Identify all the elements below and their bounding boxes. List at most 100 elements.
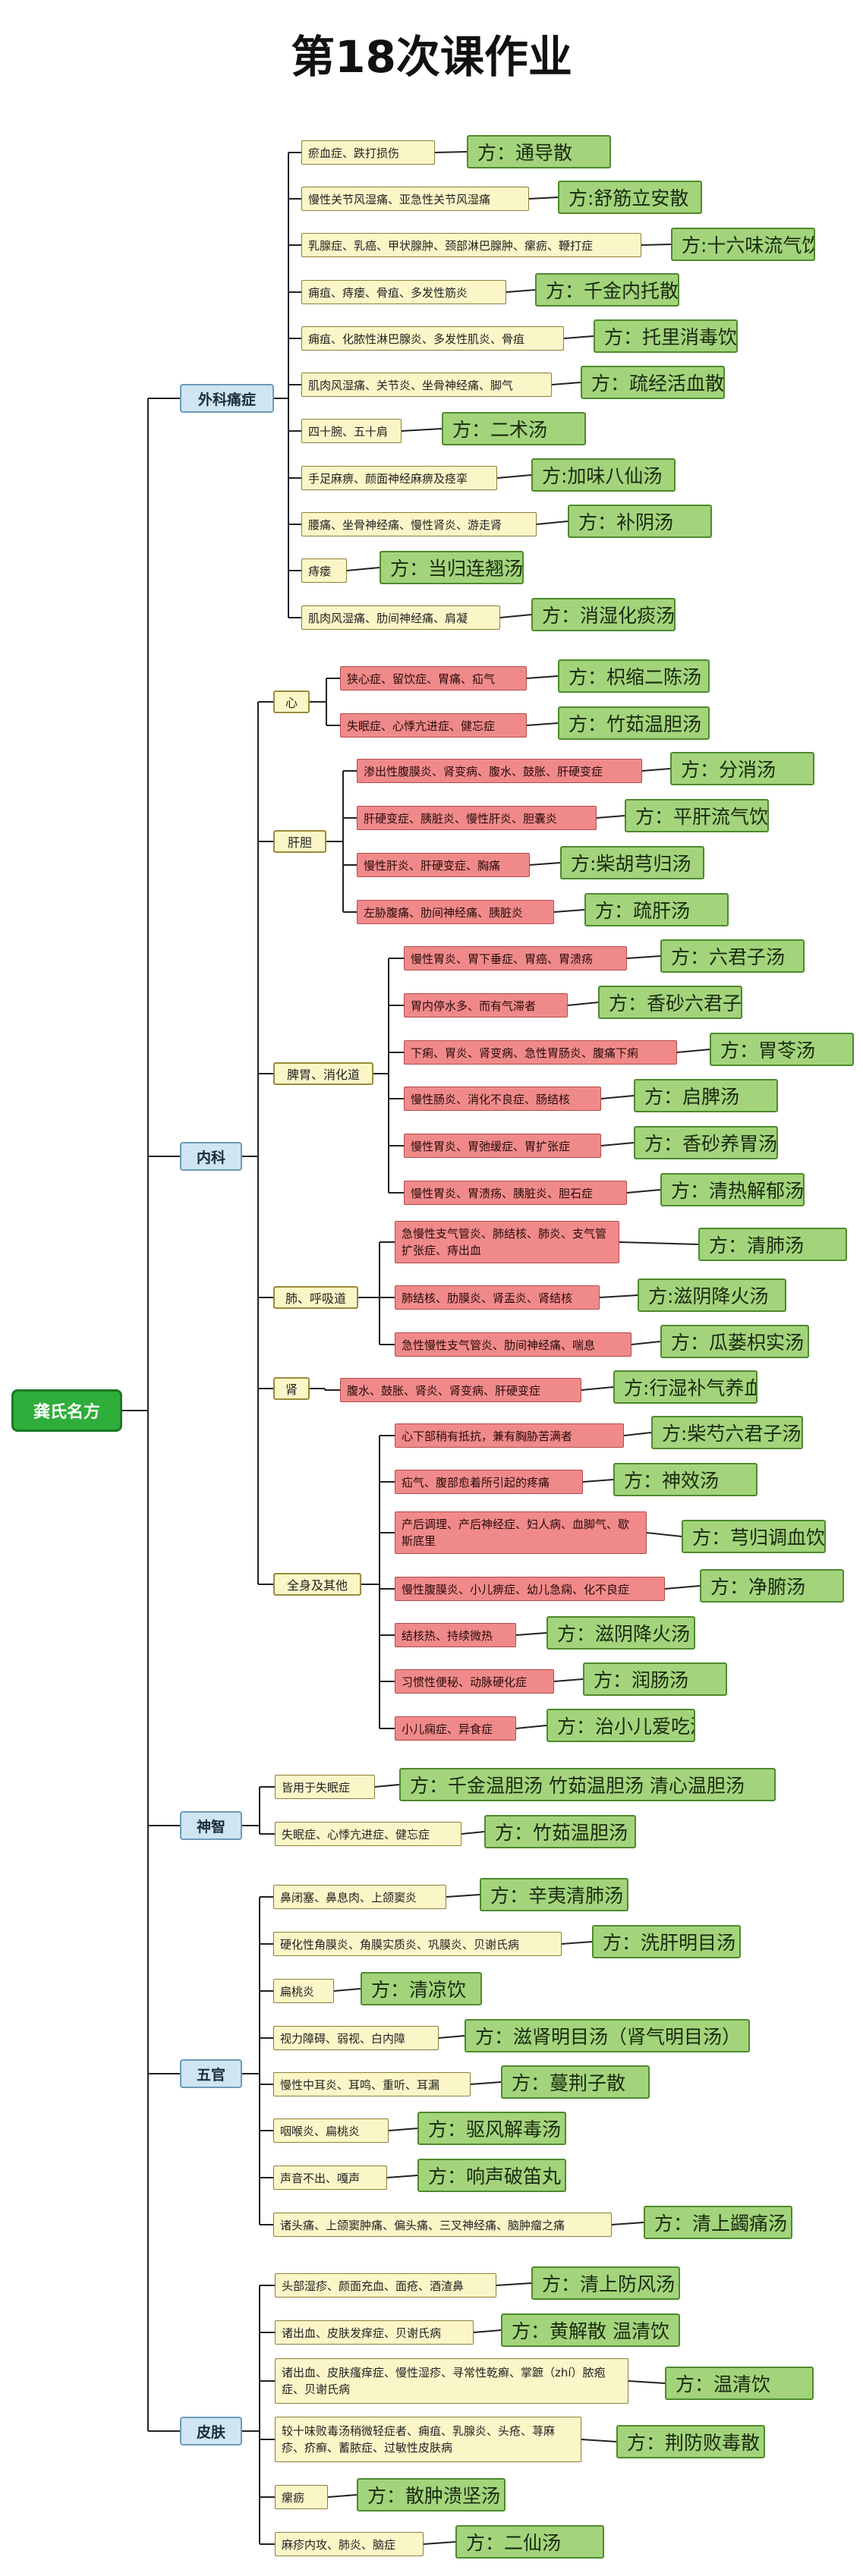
condition-box: 慢性腹膜炎、小儿痹症、幼儿急痫、化不良症: [395, 1577, 665, 1601]
category-skin: 皮肤: [180, 2417, 242, 2445]
prescription-box: 方：洗肝明目汤: [592, 1925, 741, 1958]
prescription-box: 方：散肿溃坚汤: [357, 2478, 506, 2512]
prescription-box: 方：治小儿爱吃泥方: [546, 1709, 695, 1742]
condition-box: 急慢性支气管炎、肺结核、肺炎、支气管扩张症、痔出血: [395, 1221, 619, 1263]
prescription-box: 方:滋阴降火汤: [638, 1279, 786, 1312]
condition-box: 胃内停水多、而有气滞者: [404, 993, 568, 1018]
condition-box: 诸出血、皮肤瘙痒症、慢性湿疹、寻常性乾癣、掌蹠（zhí）脓疱症、贝谢氏病: [275, 2358, 628, 2404]
prescription-box: 方:舒筋立安散: [558, 181, 702, 214]
prescription-box: 方：清上蠲痛汤: [644, 2206, 792, 2239]
condition-box: 瘰疬: [275, 2485, 328, 2509]
condition-box: 腹水、鼓胀、肾炎、肾变病、肝硬变症: [340, 1378, 581, 1402]
condition-box: 下痢、胃炎、肾变病、急性胃肠炎、腹痛下痢: [404, 1040, 677, 1065]
condition-box: 扁桃炎: [273, 1979, 334, 2003]
prescription-box: 方：千金温胆汤 竹茹温胆汤 清心温胆汤: [399, 1768, 776, 1801]
prescription-box: 方：竹茹温胆汤: [558, 706, 710, 740]
prescription-box: 方：蔓荆子散: [501, 2065, 650, 2099]
prescription-box: 方:柴胡芎归汤: [560, 846, 704, 879]
condition-box: 失眠症、心悸亢进症、健忘症: [340, 713, 527, 738]
prescription-box: 方：通导散: [467, 135, 611, 168]
subgroup-lung: 肺、呼吸道: [273, 1286, 358, 1309]
condition-box: 习惯性便秘、动脉硬化症: [395, 1669, 554, 1694]
prescription-box: 方：竹茹温胆汤: [484, 1815, 636, 1848]
prescription-box: 方：黄解散 温清饮: [501, 2313, 680, 2347]
category-internal-medicine: 内科: [180, 1142, 242, 1171]
prescription-box: 方：神效汤: [613, 1463, 757, 1496]
condition-box: 慢性肠炎、消化不良症、肠结核: [404, 1087, 601, 1111]
prescription-box: 方：二仙汤: [455, 2525, 604, 2559]
prescription-box: 方：枳缩二陈汤: [558, 659, 710, 693]
prescription-box: 方：当归连翘汤: [380, 551, 524, 584]
prescription-box: 方：润肠汤: [583, 1662, 727, 1696]
prescription-box: 方：清凉饮: [361, 1972, 482, 2005]
condition-box: 视力障碍、弱视、白内障: [273, 2026, 439, 2050]
condition-box: 失眠症、心悸亢进症、健忘症: [275, 1822, 461, 1846]
prescription-box: 方:加味八仙汤: [531, 458, 676, 492]
condition-box: 产后调理、产后神经症、妇人病、血脚气、歇斯底里: [395, 1511, 647, 1554]
prescription-box: 方：千金内托散: [535, 273, 679, 307]
condition-box: 慢性肝炎、肝硬变症、胸痛: [357, 853, 530, 877]
prescription-box: 方：驱风解毒汤: [417, 2112, 566, 2145]
prescription-box: 方:柴芍六君子汤: [651, 1416, 803, 1449]
prescription-box: 方：分消汤: [670, 752, 814, 785]
prescription-box: 方：二术汤: [442, 412, 586, 445]
prescription-box: 方：补阴汤: [568, 505, 712, 538]
condition-box: 鼻闭塞、鼻息肉、上颌窦炎: [273, 1885, 446, 1909]
prescription-box: 方：消湿化痰汤: [531, 598, 676, 631]
condition-box: 痈疽、化脓性淋巴腺炎、多发性肌炎、骨疽: [301, 326, 564, 351]
prescription-box: 方：荆防败毒散: [616, 2425, 765, 2458]
condition-box: 硬化性角膜炎、角膜实质炎、巩膜炎、贝谢氏病: [273, 1932, 562, 1956]
prescription-box: 方：疏经活血散: [581, 366, 725, 399]
condition-box: 腰痛、坐骨神经痛、慢性肾炎、游走肾: [301, 512, 537, 536]
prescription-box: 方：疏肝汤: [584, 893, 729, 926]
subgroup-digestive: 脾胃、消化道: [273, 1062, 373, 1085]
condition-box: 诸头痛、上颌窦肿痛、偏头痛、三叉神经痛、脑肿瘤之痛: [273, 2213, 612, 2237]
page-title: 第18次课作业: [291, 31, 572, 83]
condition-box: 肌肉风湿痛、肋间神经痛、肩凝: [301, 605, 500, 630]
prescription-box: 方：香砂养胃汤: [634, 1126, 778, 1159]
condition-box: 声音不出、嘎声: [273, 2166, 387, 2190]
condition-box: 诸出血、皮肤发痒症、贝谢氏病: [275, 2320, 474, 2345]
prescription-box: 方：温清饮: [665, 2367, 814, 2400]
condition-box: 慢性中耳炎、耳鸣、重听、耳漏: [273, 2072, 471, 2096]
prescription-box: 方：清热解郁汤: [660, 1173, 805, 1206]
subgroup-kidney: 肾: [273, 1377, 310, 1400]
condition-box: 较十味败毒汤稍微轻症者、痈疽、乳腺炎、头疮、荨麻疹、疥癣、蓄脓症、过敏性皮肤病: [275, 2417, 581, 2462]
condition-box: 渗出性腹膜炎、肾变病、腹水、鼓胀、肝硬变症: [357, 759, 642, 783]
subgroup-whole-body: 全身及其他: [273, 1573, 361, 1596]
prescription-box: 方：清上防风汤: [531, 2266, 680, 2300]
condition-box: 左胁腹痛、肋间神经痛、胰脏炎: [357, 900, 554, 924]
condition-box: 慢性胃炎、胃弛缓症、胃扩张症: [404, 1134, 601, 1158]
condition-box: 肝硬变症、胰脏炎、慢性肝炎、胆囊炎: [357, 806, 597, 830]
prescription-box: 方：响声破笛丸: [417, 2159, 566, 2192]
condition-box: 痈疽、痔瘘、骨疽、多发性筋炎: [301, 280, 506, 304]
root-node: 龚氏名方: [11, 1389, 122, 1432]
condition-box: 慢性胃炎、胃下垂症、胃癌、胃溃疡: [404, 946, 627, 970]
condition-box: 慢性胃炎、胃溃疡、胰脏炎、胆石症: [404, 1181, 627, 1205]
prescription-box: 方：平肝流气饮: [625, 799, 769, 832]
condition-box: 痔瘘: [301, 558, 347, 583]
prescription-box: 方：六君子汤: [660, 939, 805, 973]
prescription-box: 方:十六味流气饮: [671, 228, 815, 261]
condition-box: 狭心症、留饮症、胃痛、疝气: [340, 666, 527, 690]
prescription-box: 方：辛夷清肺汤: [480, 1878, 628, 1911]
condition-box: 疝气、腹部愈着所引起的疼痛: [395, 1470, 583, 1494]
category-five-senses: 五官: [180, 2059, 242, 2088]
prescription-box: 方：芎归调血饮: [682, 1520, 826, 1553]
prescription-box: 方：净腑汤: [700, 1569, 844, 1603]
condition-box: 小儿痫症、异食症: [395, 1716, 516, 1741]
subgroup-liver-gallbladder: 肝胆: [273, 830, 326, 853]
prescription-box: 方：托里消毒饮: [594, 319, 738, 353]
condition-box: 急性慢性支气管炎、肋间神经痛、喘息: [395, 1332, 632, 1357]
prescription-box: 方：瓜蒌枳实汤: [660, 1325, 809, 1358]
condition-box: 心下部稍有抵抗，兼有胸胁苦满者: [395, 1423, 624, 1448]
condition-box: 乳腺症、乳癌、甲状腺肿、颈部淋巴腺肿、瘰疬、鞭打症: [301, 233, 641, 257]
subgroup-heart: 心: [273, 690, 310, 713]
prescription-box: 方：滋肾明目汤（肾气明目汤）: [465, 2019, 750, 2052]
condition-box: 慢性关节风湿痛、亚急性关节风湿痛: [301, 187, 529, 211]
prescription-box: 方：香砂六君子汤: [598, 986, 742, 1019]
prescription-box: 方：滋阴降火汤: [546, 1616, 695, 1650]
condition-box: 肺结核、肋膜炎、肾盂炎、肾结核: [395, 1285, 600, 1310]
prescription-box: 方:行湿补气养血汤: [613, 1370, 757, 1404]
category-surgical-pain: 外科痛症: [180, 384, 274, 413]
